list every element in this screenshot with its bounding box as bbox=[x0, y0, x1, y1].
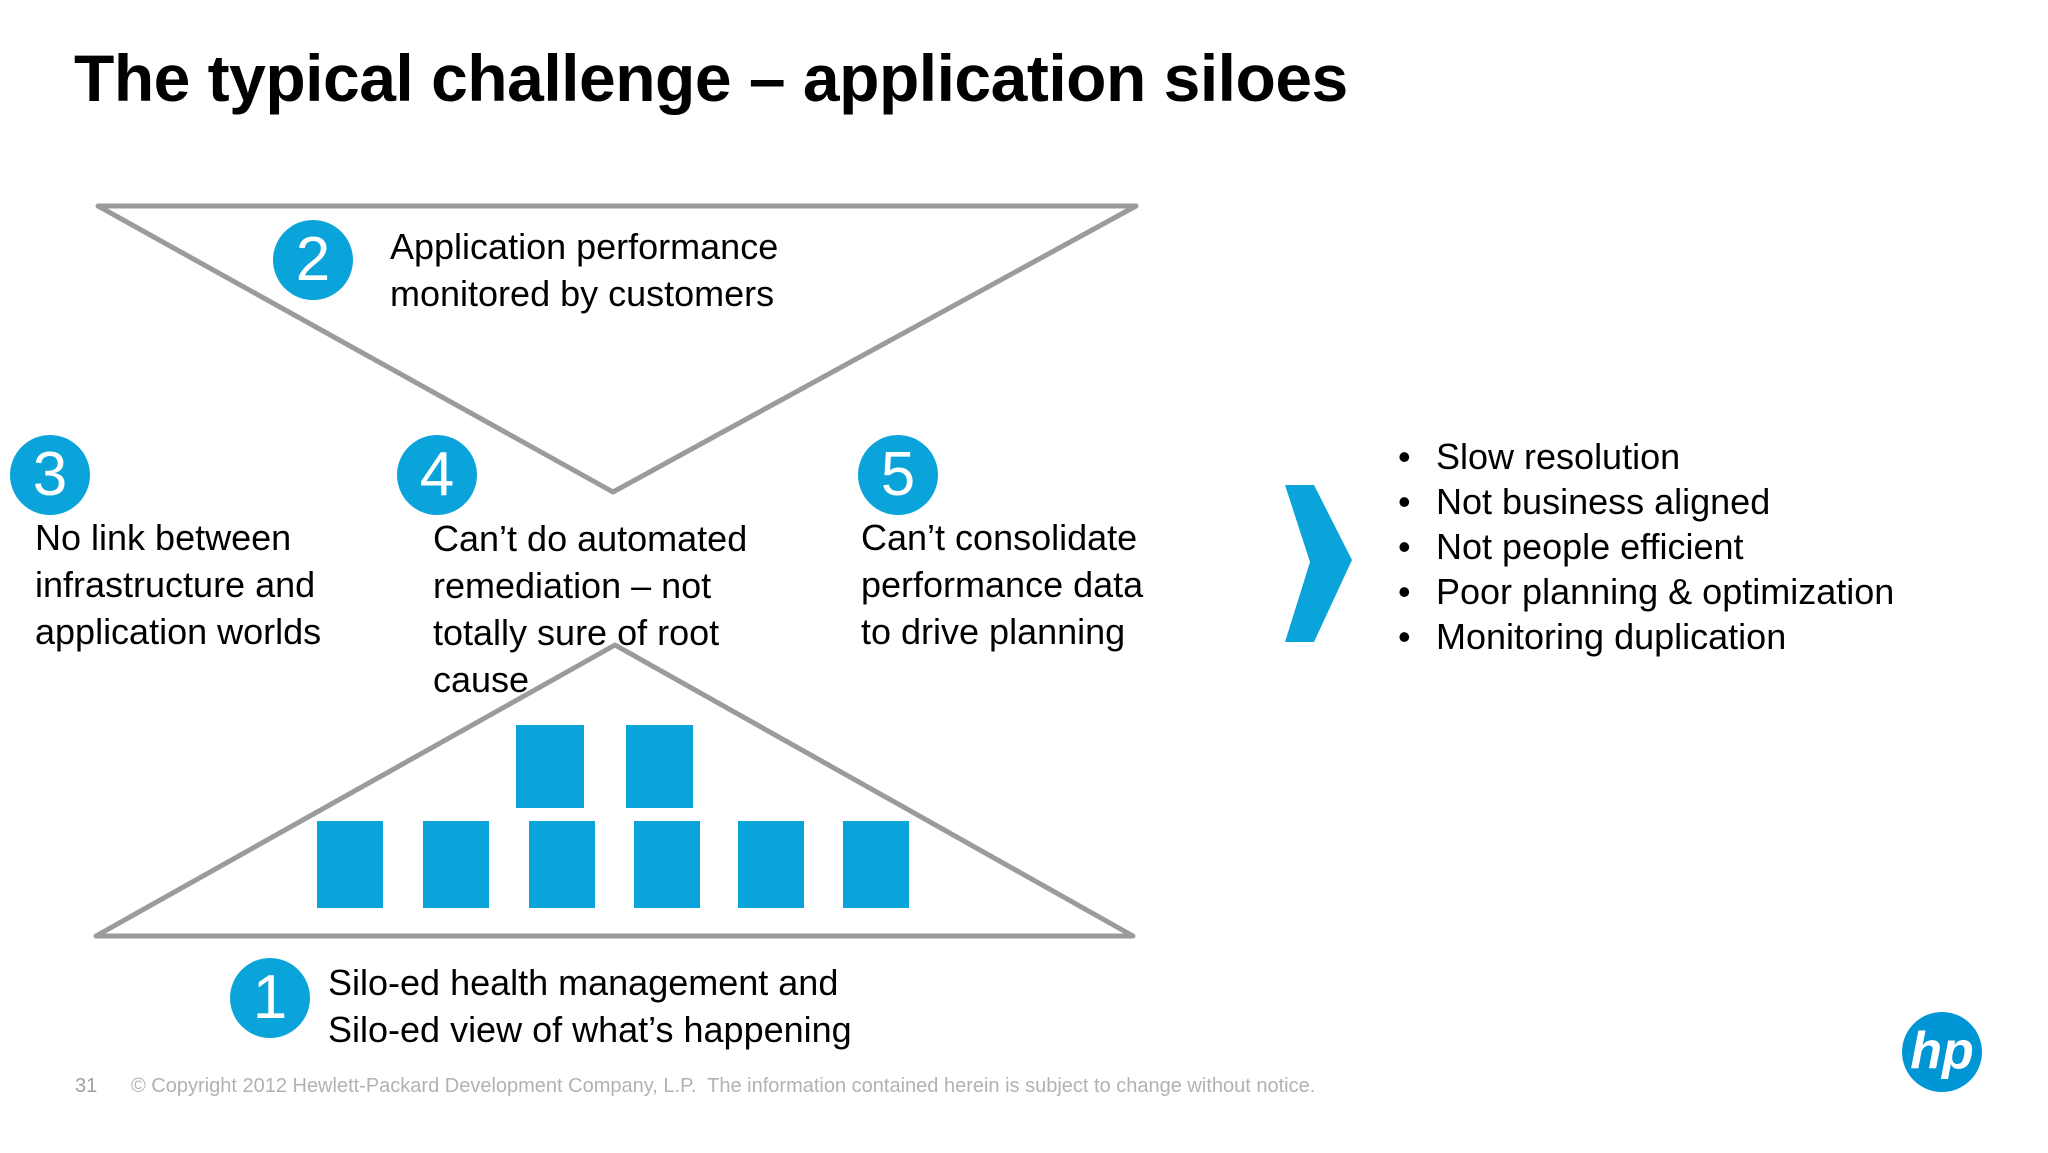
callout-line: application worlds bbox=[35, 611, 322, 652]
silo-block bbox=[634, 821, 700, 908]
callout-text-3: No link between infrastructure and appli… bbox=[35, 514, 321, 655]
slide-title: The typical challenge – application silo… bbox=[74, 41, 1348, 115]
copyright-notice: © Copyright 2012 Hewlett-Packard Develop… bbox=[131, 1075, 1316, 1097]
callout-badge-2: 2 bbox=[273, 220, 353, 300]
hp-logo-circle bbox=[1902, 1012, 1982, 1092]
hp-logo: hp bbox=[1902, 1012, 1982, 1092]
callout-line: cause bbox=[433, 659, 530, 700]
callout-line: to drive planning bbox=[861, 611, 1126, 652]
silo-block bbox=[738, 821, 804, 908]
chevron-right-icon bbox=[1285, 485, 1352, 642]
callout-line: Silo-ed view of what’s happening bbox=[328, 1009, 852, 1050]
pyramid-triangle-outline bbox=[93, 642, 1136, 939]
funnel-triangle-outline bbox=[95, 203, 1139, 495]
outcome-item: Monitoring duplication bbox=[1398, 614, 1894, 659]
callout-text-1: Silo-ed health management and Silo-ed vi… bbox=[328, 959, 852, 1053]
outcome-item: Slow resolution bbox=[1398, 434, 1894, 479]
outcome-item: Poor planning & optimization bbox=[1398, 569, 1894, 614]
silo-block bbox=[843, 821, 909, 908]
callout-text-2: Application performance monitored by cus… bbox=[390, 223, 778, 317]
callout-number: 3 bbox=[32, 440, 68, 509]
outcome-list: Slow resolution Not business aligned Not… bbox=[1398, 434, 1894, 659]
silo-block bbox=[529, 821, 595, 908]
callout-number: 5 bbox=[880, 440, 916, 509]
callout-line: Silo-ed health management and bbox=[328, 962, 839, 1003]
callout-line: monitored by customers bbox=[390, 273, 775, 314]
callout-badge-3: 3 bbox=[10, 435, 90, 515]
outcome-item: Not business aligned bbox=[1398, 479, 1894, 524]
callout-line: Application performance bbox=[390, 226, 779, 267]
callout-line: Can’t do automated bbox=[433, 518, 748, 559]
callout-line: remediation – not bbox=[433, 565, 712, 606]
callout-text-4: Can’t do automated remediation – not tot… bbox=[433, 515, 747, 703]
callout-number: 2 bbox=[295, 225, 331, 294]
callout-line: Can’t consolidate bbox=[861, 517, 1138, 558]
silo-block bbox=[423, 821, 489, 908]
callout-line: infrastructure and bbox=[35, 564, 316, 605]
callout-badge-5: 5 bbox=[858, 435, 938, 515]
callout-line: totally sure of root bbox=[433, 612, 720, 653]
outcome-item: Not people efficient bbox=[1398, 524, 1894, 569]
silo-block bbox=[516, 725, 584, 808]
hp-logo-text: hp bbox=[1910, 1022, 1974, 1080]
callout-number: 4 bbox=[419, 440, 455, 509]
callout-line: No link between bbox=[35, 517, 292, 558]
callout-line: performance data bbox=[861, 564, 1144, 605]
silo-block bbox=[317, 821, 383, 908]
callout-text-5: Can’t consolidate performance data to dr… bbox=[861, 514, 1143, 655]
page-number: 31 bbox=[75, 1075, 98, 1097]
silo-block bbox=[626, 725, 693, 808]
callout-badge-1: 1 bbox=[230, 958, 310, 1038]
callout-number: 1 bbox=[252, 963, 288, 1032]
callout-badge-4: 4 bbox=[397, 435, 477, 515]
